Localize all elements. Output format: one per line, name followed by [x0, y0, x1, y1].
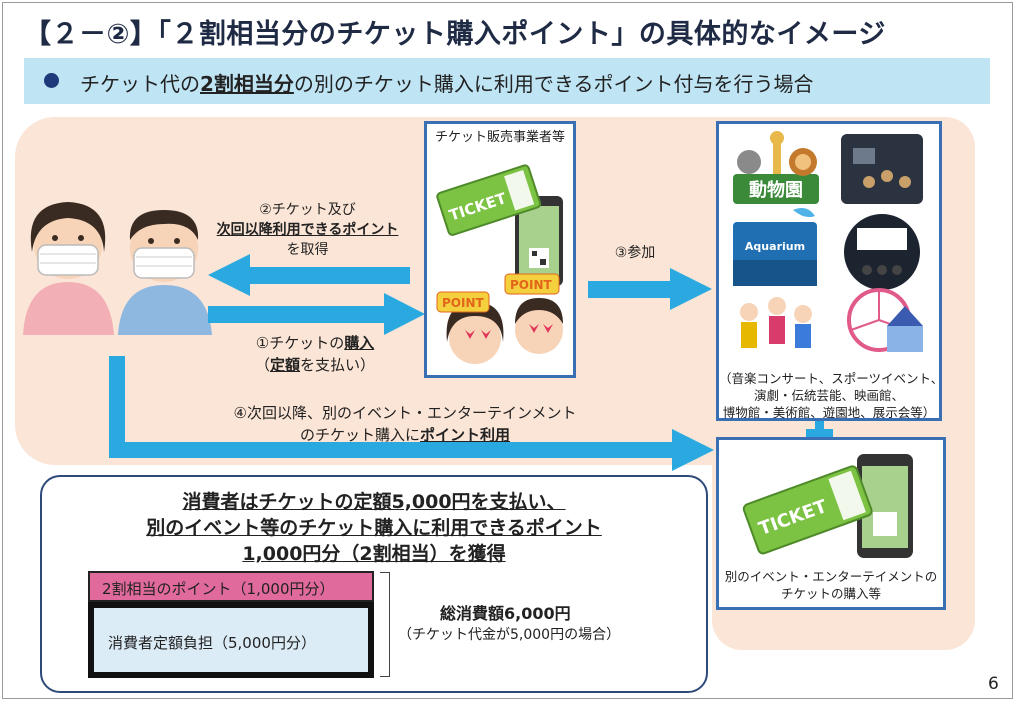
- next-purchase-box: TICKET 別のイベント・エンターテイメントの チケットの購入等: [716, 437, 946, 610]
- arrow-step1-right: [208, 293, 425, 335]
- step1-label: ①チケットの購入 （定額を支払い）: [254, 334, 376, 374]
- aquarium-icon: Aquarium: [733, 208, 817, 286]
- vendor-box-title: チケット販売事業者等: [434, 130, 565, 145]
- step4-label: ④次回以降、別のイベント・エンターテインメント のチケット購入にポイント利用: [233, 404, 577, 444]
- person-woman-mask-icon: [23, 202, 114, 335]
- summary-line3: 1,000円分（2割相当）を獲得: [242, 543, 506, 565]
- events-caption: （音楽コンサート、スポーツイベント、 演劇・伝統芸能、映画館、 博物館・美術館、…: [719, 371, 944, 420]
- amusement-park-icon: [847, 288, 923, 352]
- consumer-bar-label: 消費者定額負担（5,000円分）: [108, 634, 316, 652]
- aquarium-label: Aquarium: [745, 240, 805, 253]
- point-bar-label: 2割相当のポイント（1,000円分）: [102, 580, 335, 598]
- total-amount: 総消費額6,000円: [440, 604, 571, 623]
- plus-connector-icon: [806, 420, 833, 446]
- arrow-step4-path: [109, 356, 714, 471]
- page-number: 6: [988, 674, 999, 694]
- ticket-icon: TICKET: [436, 164, 542, 236]
- zoo-label: 動物園: [749, 179, 803, 201]
- subtitle-text: チケット代の2割相当分の別のチケット購入に利用できるポイント付与を行う場合: [80, 72, 814, 96]
- point-label-left: POINT: [442, 296, 485, 310]
- point-label-right: POINT: [510, 278, 553, 292]
- step2-label: ②チケット及び 次回以降利用できるポイント を取得: [216, 202, 399, 258]
- step3-label: ③参加: [614, 245, 656, 261]
- smartphone-icon: [515, 196, 563, 286]
- summary-line1: 消費者はチケットの定額5,000円を支払い、: [182, 491, 566, 513]
- vendor-box: チケット販売事業者等 TICKET POINT POINT: [424, 121, 576, 378]
- arrow-step3-right: [588, 268, 712, 310]
- sports-icon: [740, 297, 812, 348]
- subtitle-bar: チケット代の2割相当分の別のチケット購入に利用できるポイント付与を行う場合: [24, 58, 990, 104]
- next-purchase-caption: 別のイベント・エンターテイメントの チケットの購入等: [724, 569, 938, 601]
- events-box: 動物園 Aquarium: [716, 121, 944, 421]
- person-man-mask-icon: [118, 210, 212, 335]
- ticket-icon: TICKET: [742, 465, 873, 555]
- arrow-step2-left: [208, 254, 410, 296]
- summary-line2: 別のイベント等のチケット購入に利用できるポイント: [146, 517, 602, 539]
- point-bar: 2割相当のポイント（1,000円分）: [88, 571, 374, 602]
- total-note: （チケット代金が5,000円の場合）: [398, 627, 621, 643]
- page-title: 【２－②】「２割相当分のチケット購入ポイント」の具体的なイメージ: [24, 19, 886, 50]
- zoo-icon: 動物園: [733, 131, 819, 204]
- cinema-icon: [844, 214, 920, 290]
- point-man-icon: POINT: [504, 273, 563, 354]
- consumer-bar: 消費者定額負担（5,000円分）: [88, 602, 374, 678]
- bullet-icon: [44, 73, 59, 88]
- consumers-illustration: [23, 202, 212, 335]
- theater-icon: [841, 134, 923, 204]
- point-woman-icon: POINT: [436, 291, 504, 364]
- total-bracket: [380, 572, 390, 677]
